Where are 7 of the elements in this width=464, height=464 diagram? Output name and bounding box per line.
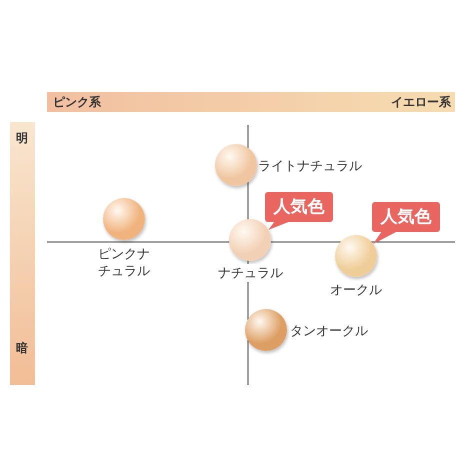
shade-label: ナチュラル	[218, 264, 282, 282]
axis-label: イエロー系	[391, 94, 451, 111]
axis-label: ピンク系	[53, 94, 101, 111]
axis-label: 明	[16, 130, 28, 147]
shade-label: ライトナチュラル	[258, 158, 362, 175]
axis-label: 暗	[16, 340, 28, 357]
shade-label: タンオークル	[290, 323, 368, 340]
